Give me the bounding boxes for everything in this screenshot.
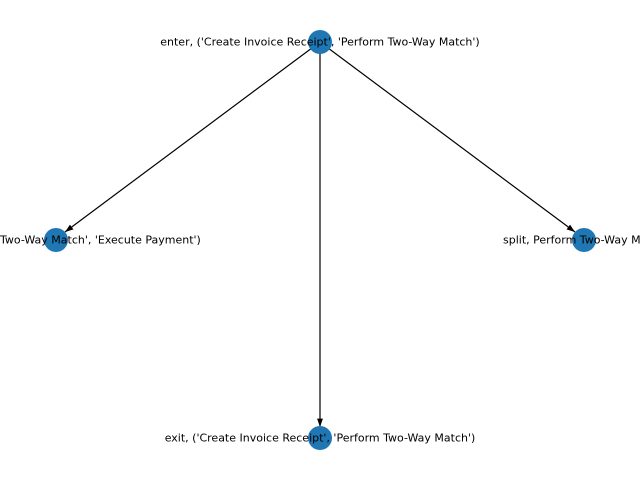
node-enter: [308, 30, 332, 54]
nodes: [44, 30, 596, 450]
node-label-exit: exit, ('Create Invoice Receipt', 'Perfor…: [165, 432, 476, 445]
node-label-split: split, Perform Two-Way M: [503, 234, 640, 247]
edge-enter-to-left: [64, 41, 321, 233]
node-label-left: Two-Way Match', 'Execute Payment'): [0, 234, 201, 247]
node-exit: [308, 426, 332, 450]
node-label-enter: enter, ('Create Invoice Receipt', 'Perfo…: [160, 36, 479, 49]
edge-enter-to-split: [319, 41, 576, 233]
node-left: [44, 228, 68, 252]
labels: enter, ('Create Invoice Receipt', 'Perfo…: [0, 36, 640, 445]
node-split: [572, 228, 596, 252]
edges: [64, 41, 576, 427]
